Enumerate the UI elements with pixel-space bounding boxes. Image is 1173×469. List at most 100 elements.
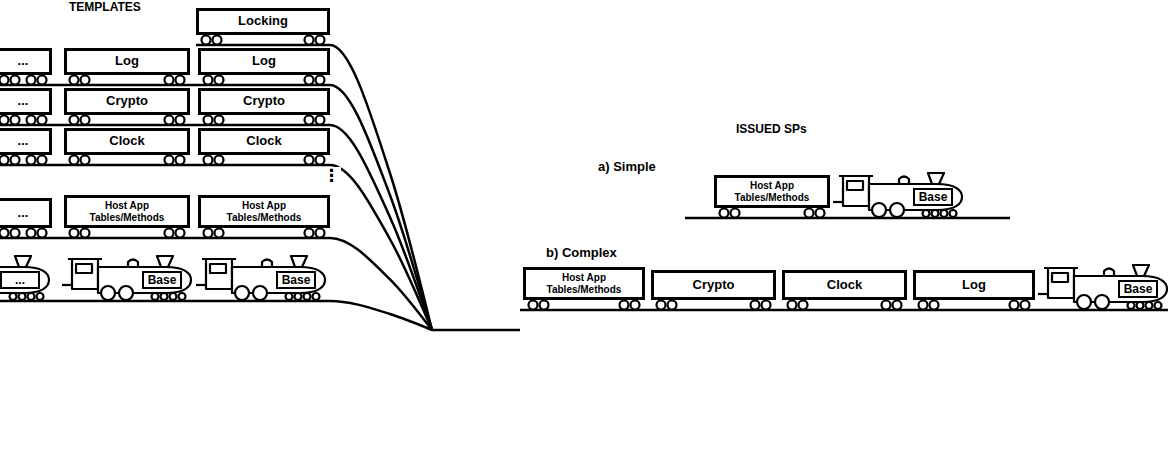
- wheel: [27, 156, 36, 165]
- wheel-set: [0, 36, 1030, 310]
- wheel: [316, 36, 325, 45]
- wheel: [70, 76, 79, 85]
- wheel: [81, 76, 90, 85]
- wheel: [540, 301, 549, 310]
- locomotive: ...: [0, 255, 50, 301]
- wheel: [751, 301, 760, 310]
- wheel: [204, 229, 213, 238]
- car-label: Log: [252, 54, 276, 69]
- car-label: Log: [962, 278, 986, 293]
- car-label: ...: [18, 134, 29, 149]
- locomotive: Base: [62, 255, 192, 301]
- wheel: [38, 156, 47, 165]
- wheel: [204, 156, 213, 165]
- car-label: Crypto: [243, 94, 285, 109]
- wheel: [805, 209, 814, 218]
- rail-car: ...: [0, 198, 52, 228]
- wheel: [81, 116, 90, 125]
- wheel: [215, 116, 224, 125]
- wheel: [305, 116, 314, 125]
- rail-track: [0, 85, 432, 330]
- car-label: Host App Tables/Methods: [536, 272, 632, 295]
- wheel: [316, 229, 325, 238]
- car-label: Crypto: [106, 94, 148, 109]
- rail-track: [0, 165, 432, 330]
- car-label: ...: [18, 206, 29, 221]
- wheel: [176, 229, 185, 238]
- wheel: [81, 229, 90, 238]
- rail-car: Crypto: [198, 88, 330, 115]
- wheel: [0, 116, 9, 125]
- rail-car: Log: [64, 48, 190, 75]
- wheel: [620, 301, 629, 310]
- wheel: [731, 209, 740, 218]
- rail-car: Host App Tables/Methods: [64, 195, 190, 228]
- wheel: [27, 76, 36, 85]
- section-heading: ISSUED SPs: [735, 123, 808, 136]
- wheel: [165, 76, 174, 85]
- wheel: [11, 76, 20, 85]
- wheel: [316, 76, 325, 85]
- rail-car: Host App Tables/Methods: [523, 267, 645, 300]
- wheel: [631, 301, 640, 310]
- wheel: [668, 301, 677, 310]
- wheel: [799, 301, 808, 310]
- wheel: [11, 229, 20, 238]
- wheel: [305, 229, 314, 238]
- wheel: [720, 209, 729, 218]
- wheel: [81, 156, 90, 165]
- wheel: [215, 229, 224, 238]
- car-label: Host App Tables/Methods: [216, 200, 312, 223]
- car-label: Locking: [238, 14, 288, 29]
- section-heading: TEMPLATES: [68, 1, 142, 14]
- wheel: [176, 156, 185, 165]
- wheel: [305, 36, 314, 45]
- engine-label: Base: [276, 271, 316, 289]
- car-label: Crypto: [693, 278, 735, 293]
- wheel: [762, 301, 771, 310]
- wheel: [305, 156, 314, 165]
- rail-track: [0, 301, 432, 330]
- wheel: [165, 116, 174, 125]
- wheel: [176, 76, 185, 85]
- wheel: [204, 116, 213, 125]
- wheel: [316, 116, 325, 125]
- wheel: [27, 229, 36, 238]
- wheel: [215, 156, 224, 165]
- wheel: [1010, 301, 1019, 310]
- wheel: [215, 76, 224, 85]
- wheel: [919, 301, 928, 310]
- rail-track: [0, 125, 432, 330]
- rail-car: ...: [0, 48, 52, 75]
- wheel: [893, 301, 902, 310]
- wheel: [202, 36, 211, 45]
- wheel: [176, 116, 185, 125]
- rail-car: Crypto: [651, 270, 776, 300]
- wheel: [165, 229, 174, 238]
- engine-label: Base: [1118, 280, 1158, 298]
- wheel: [0, 229, 9, 238]
- wheel: [11, 156, 20, 165]
- rail-car: Crypto: [64, 88, 190, 115]
- wheel: [70, 116, 79, 125]
- wheel: [204, 76, 213, 85]
- rail-track: [520, 309, 1168, 312]
- wheel: [657, 301, 666, 310]
- car-label: Host App Tables/Methods: [79, 200, 175, 223]
- wheel: [27, 116, 36, 125]
- wheel: [305, 76, 314, 85]
- wheel: [70, 156, 79, 165]
- ellipsis-mark: ⋮: [322, 167, 341, 186]
- wheel: [316, 156, 325, 165]
- car-label: Log: [115, 54, 139, 69]
- car-label: ...: [18, 94, 29, 109]
- engine-label: Base: [913, 188, 953, 206]
- rail-car: Clock: [782, 270, 907, 300]
- wheel: [0, 76, 9, 85]
- engine-label: Base: [142, 271, 182, 289]
- car-label: Host App Tables/Methods: [724, 180, 820, 203]
- locomotive: Base: [1038, 264, 1168, 310]
- rail-car: Clock: [64, 128, 190, 155]
